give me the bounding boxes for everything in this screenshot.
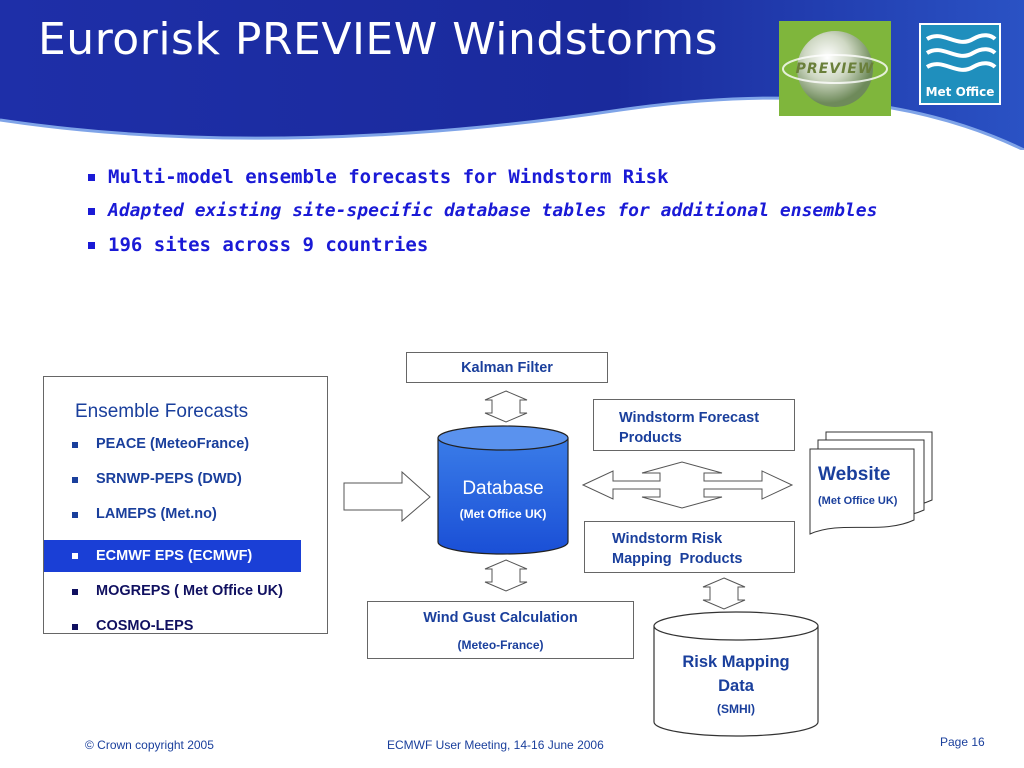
bullet-list: Multi-model ensemble forecasts for Winds…: [88, 160, 968, 262]
website-document-icon: [809, 431, 933, 535]
double-arrow-vertical-icon: [484, 559, 528, 592]
list-item: PEACE (MeteoFrance): [60, 435, 320, 454]
arrow-right-icon: [343, 470, 431, 523]
risk-data-line2: Data: [718, 677, 754, 695]
ensemble-list: PEACE (MeteoFrance) SRNWP-PEPS (DWD) LAM…: [44, 435, 320, 652]
website-sub: (Met Office UK): [818, 495, 898, 507]
met-office-logo: Met Office: [919, 23, 1001, 105]
bullet-item: Adapted existing site-specific database …: [88, 194, 968, 228]
wind-gust-box: Wind Gust Calculation (Meteo-France): [367, 601, 634, 659]
page-title: Eurorisk PREVIEW Windstorms: [38, 14, 718, 65]
double-arrow-vertical-icon: [484, 390, 528, 423]
database-title: Database: [462, 478, 544, 499]
kalman-filter-label: Kalman Filter: [461, 360, 553, 376]
four-way-arrow-icon: [581, 461, 794, 509]
database-sub: (Met Office UK): [459, 507, 547, 521]
waves-icon: [925, 33, 997, 72]
forecast-products-line1: Windstorm Forecast: [619, 410, 760, 426]
website-title: Website: [818, 464, 891, 485]
footer-meeting: ECMWF User Meeting, 14-16 June 2006: [387, 738, 604, 752]
wind-gust-sub: (Meteo-France): [457, 638, 544, 652]
preview-logo-text: PREVIEW: [795, 61, 875, 77]
list-item: SRNWP-PEPS (DWD): [60, 470, 320, 489]
risk-data-sub: (SMHI): [717, 702, 755, 716]
list-item-highlighted: ECMWF EPS (ECMWF): [44, 540, 301, 572]
risk-data-line1: Risk Mapping: [682, 653, 790, 671]
risk-products-line2: Mapping Products: [612, 551, 743, 567]
kalman-filter-box: Kalman Filter: [406, 352, 608, 383]
preview-logo: PREVIEW: [779, 21, 891, 116]
globe-icon: [782, 31, 888, 107]
double-arrow-vertical-icon: [702, 577, 746, 610]
list-item: MOGREPS ( Met Office UK): [60, 582, 320, 601]
database-cylinder: [437, 425, 569, 555]
list-item: LAMEPS (Met.no): [60, 505, 320, 524]
bullet-item: 196 sites across 9 countries: [88, 228, 968, 262]
list-item: COSMO-LEPS: [60, 617, 320, 636]
ensemble-title: Ensemble Forecasts: [75, 401, 249, 422]
wind-gust-title: Wind Gust Calculation: [423, 610, 578, 626]
footer-page-number: Page 16: [940, 735, 985, 749]
risk-products-line1: Windstorm Risk: [612, 531, 723, 547]
met-office-logo-text: Met Office: [925, 85, 995, 99]
forecast-products-line2: Products: [619, 430, 682, 446]
footer-copyright: © Crown copyright 2005: [85, 738, 214, 752]
risk-data-cylinder: [653, 611, 819, 737]
ensemble-forecasts-box: Ensemble Forecasts PEACE (MeteoFrance) S…: [43, 376, 328, 634]
bullet-item: Multi-model ensemble forecasts for Winds…: [88, 160, 968, 194]
